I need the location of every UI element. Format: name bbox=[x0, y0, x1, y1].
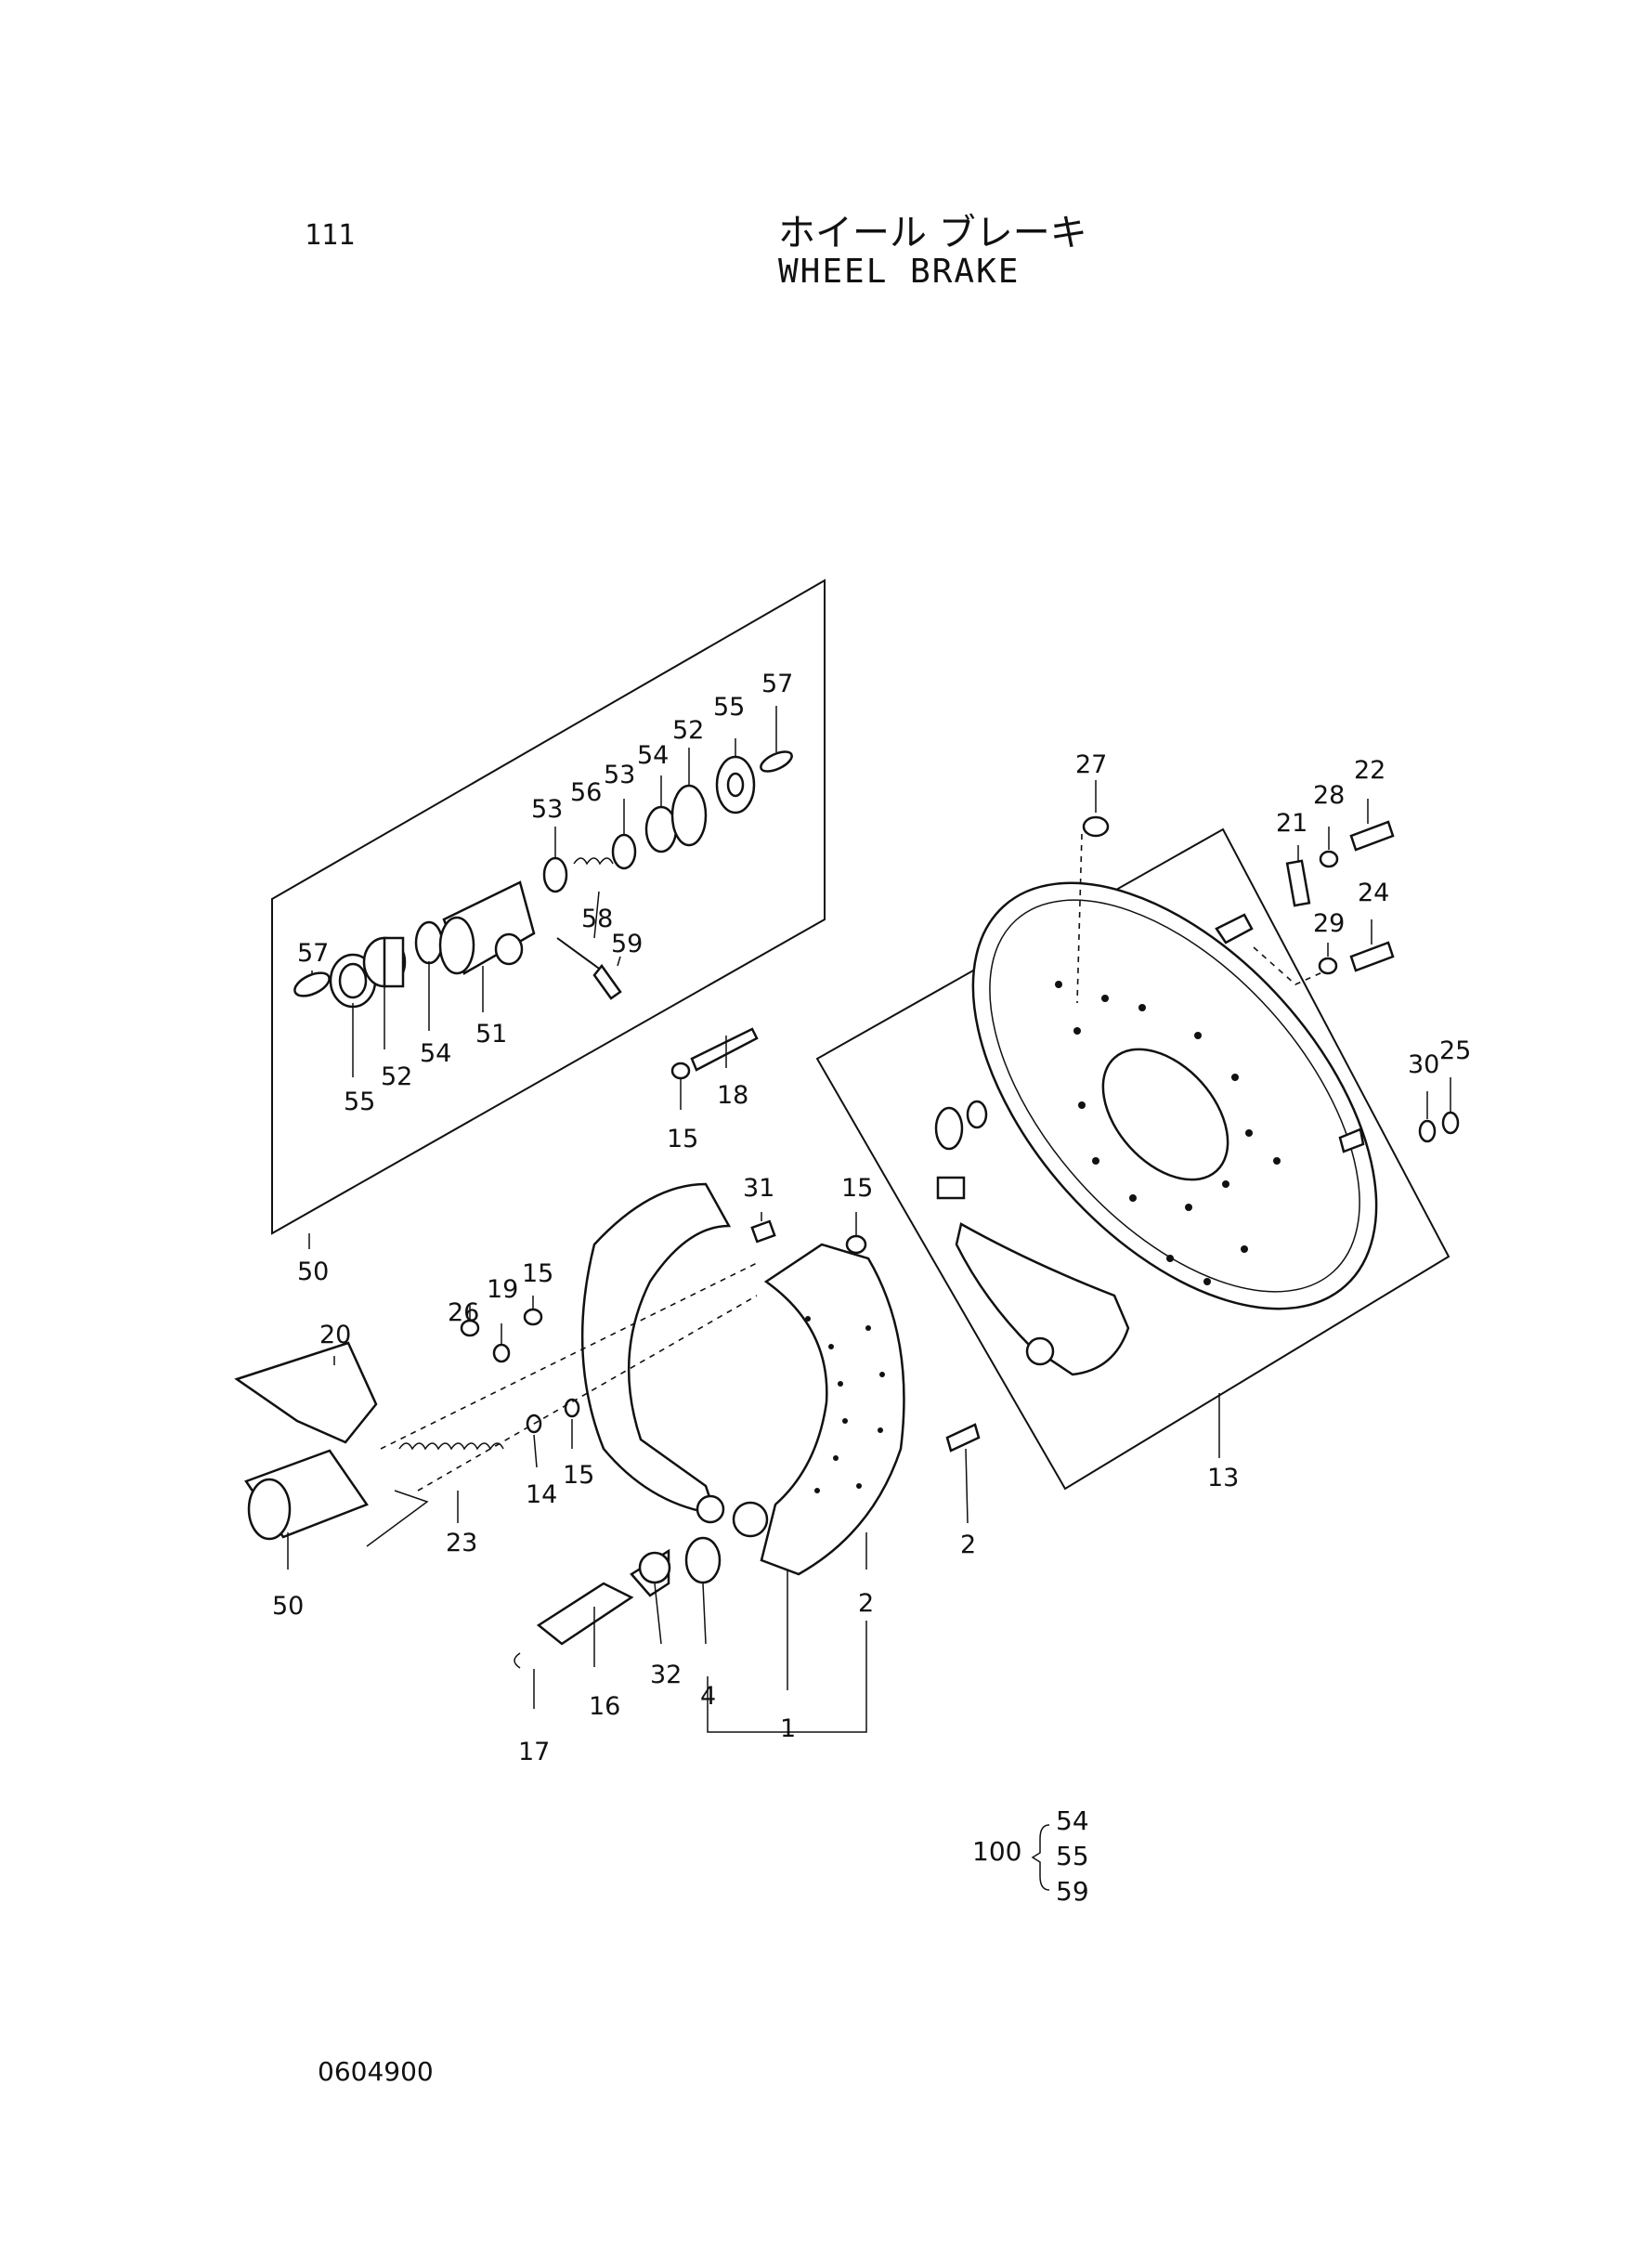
callout-16: 16 bbox=[589, 1692, 620, 1721]
callout-56: 56 bbox=[570, 778, 602, 807]
callout-2: 2 bbox=[858, 1589, 874, 1618]
callout-17: 17 bbox=[518, 1738, 550, 1766]
backing-hardware bbox=[1082, 815, 1460, 1143]
inset-parts bbox=[293, 750, 793, 1009]
drawing-code: 0604900 bbox=[318, 2056, 434, 2087]
kit-number: 100 bbox=[972, 1836, 1022, 1867]
callout-32: 32 bbox=[650, 1661, 682, 1689]
callout-25: 25 bbox=[1439, 1036, 1471, 1065]
callout-51: 51 bbox=[475, 1020, 507, 1049]
title-english: WHEEL BRAKE bbox=[778, 253, 1021, 291]
callout-57: 57 bbox=[297, 939, 329, 968]
callout-15: 15 bbox=[841, 1174, 873, 1203]
kit-item: 54 bbox=[1056, 1805, 1089, 1836]
callout-22: 22 bbox=[1354, 756, 1385, 785]
cylinder-inset-frame bbox=[271, 579, 826, 1235]
callout-14: 14 bbox=[526, 1480, 557, 1509]
backing-plate bbox=[934, 833, 1378, 1376]
callout-1: 1 bbox=[780, 1714, 796, 1743]
callout-26: 26 bbox=[448, 1298, 479, 1327]
callout-27: 27 bbox=[1075, 750, 1107, 779]
callout-15: 15 bbox=[563, 1461, 594, 1490]
page-number: 111 bbox=[305, 219, 356, 252]
brake-shoe-assembly bbox=[234, 1027, 981, 1669]
callout-24: 24 bbox=[1358, 879, 1389, 907]
callout-58: 58 bbox=[581, 905, 613, 933]
callout-4: 4 bbox=[700, 1682, 716, 1711]
callout-23: 23 bbox=[446, 1529, 477, 1557]
title-japanese: ホイール ブレーキ bbox=[778, 212, 1087, 254]
callout-31: 31 bbox=[743, 1174, 774, 1203]
callout-50: 50 bbox=[297, 1257, 329, 1286]
callout-57: 57 bbox=[761, 670, 793, 698]
callout-50: 50 bbox=[272, 1592, 304, 1621]
callout-28: 28 bbox=[1313, 781, 1345, 810]
callout-54: 54 bbox=[420, 1039, 451, 1068]
callout-55: 55 bbox=[344, 1088, 375, 1116]
callout-15: 15 bbox=[522, 1259, 553, 1288]
callout-53: 53 bbox=[604, 761, 635, 789]
callout-54: 54 bbox=[637, 741, 669, 770]
callout-19: 19 bbox=[487, 1275, 518, 1304]
kit-item: 55 bbox=[1056, 1841, 1089, 1871]
callout-18: 18 bbox=[717, 1081, 748, 1110]
callout-52: 52 bbox=[381, 1062, 412, 1091]
callout-29: 29 bbox=[1313, 909, 1345, 938]
callout-55: 55 bbox=[713, 693, 745, 722]
callout-21: 21 bbox=[1276, 809, 1307, 838]
callout-30: 30 bbox=[1408, 1050, 1439, 1079]
callout-labels: 57 55 52 54 53 56 53 58 59 57 55 52 54 5… bbox=[272, 670, 1471, 1766]
callout-2: 2 bbox=[960, 1531, 976, 1559]
kit-item: 59 bbox=[1056, 1876, 1089, 1907]
callout-52: 52 bbox=[672, 716, 704, 745]
callout-13: 13 bbox=[1207, 1464, 1239, 1492]
callout-20: 20 bbox=[319, 1321, 351, 1349]
leader-lines bbox=[287, 706, 1451, 1891]
callout-59: 59 bbox=[611, 930, 643, 958]
callout-53: 53 bbox=[531, 795, 563, 824]
callout-15: 15 bbox=[667, 1125, 698, 1153]
